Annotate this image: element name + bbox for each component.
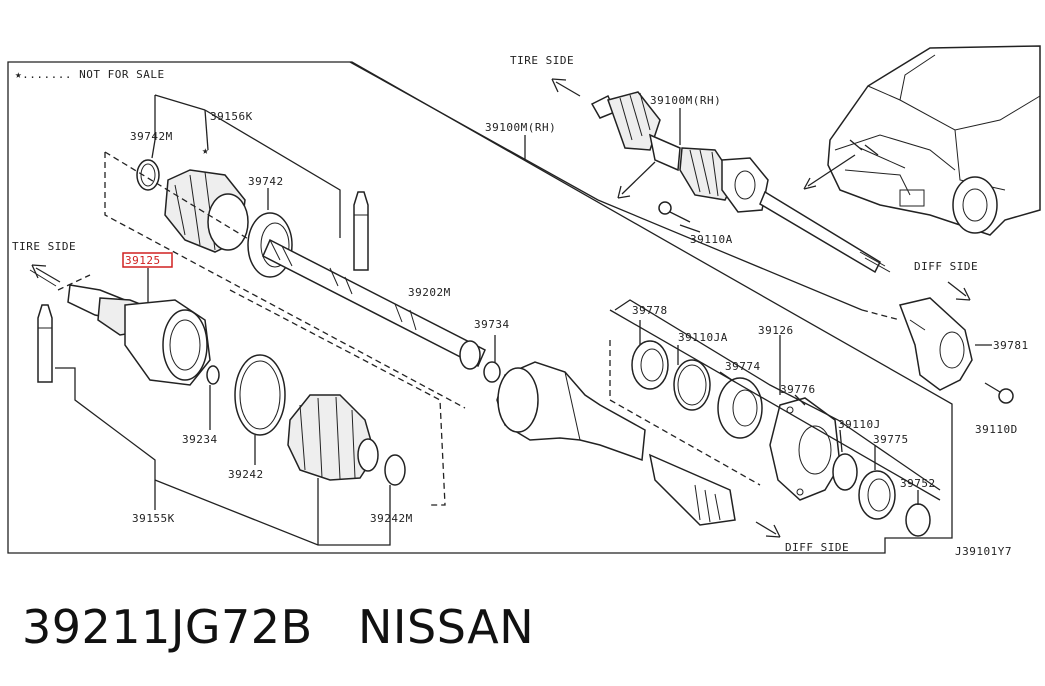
part-39110D bbox=[984, 382, 1014, 404]
label-39742M: 39742M bbox=[130, 130, 173, 143]
label-39752: 39752 bbox=[900, 477, 936, 490]
label-39202M: 39202M bbox=[408, 286, 451, 299]
part-39776-housing bbox=[769, 397, 841, 501]
arrow-tire-side-left-icon bbox=[29, 264, 61, 287]
center-stub-shaft bbox=[648, 453, 736, 526]
figure-code: J39101Y7 bbox=[955, 545, 1012, 558]
parts-diagram: ★....... NOT FOR SALE TIRE SIDE TIRE SID… bbox=[7, 45, 1041, 558]
star-not-for-sale-mark: ★ bbox=[202, 144, 209, 157]
arrow-diff-side-right-icon bbox=[947, 281, 971, 301]
part-39110A-bolt bbox=[658, 201, 691, 223]
diff-side-bottom-label: DIFF SIDE bbox=[785, 541, 849, 554]
label-39234: 39234 bbox=[182, 433, 218, 446]
part-39110J-ring bbox=[832, 453, 858, 491]
label-39126: 39126 bbox=[758, 324, 794, 337]
arrow-tire-side-top-icon bbox=[551, 78, 581, 97]
label-39734: 39734 bbox=[474, 318, 510, 331]
part-39752-seal bbox=[905, 503, 931, 537]
label-39742: 39742 bbox=[248, 175, 284, 188]
grease-tube-right bbox=[353, 191, 369, 271]
part-39781 bbox=[898, 297, 973, 391]
center-shaft-housing bbox=[496, 361, 646, 462]
part-39155K-boot bbox=[287, 394, 379, 481]
arrow-shaft-pointer-icon bbox=[617, 161, 656, 199]
part-39774-bearing bbox=[717, 377, 763, 439]
part-39242-band bbox=[234, 354, 286, 436]
part-39234-ring bbox=[206, 365, 220, 385]
label-39242M: 39242M bbox=[370, 512, 413, 525]
label-39774: 39774 bbox=[725, 360, 761, 373]
part-39775-seal bbox=[858, 470, 896, 520]
label-39155K: 39155K bbox=[132, 512, 175, 525]
label-39110A: 39110A bbox=[690, 233, 733, 246]
label-39110JA: 39110JA bbox=[678, 331, 728, 344]
label-39781: 39781 bbox=[993, 339, 1029, 352]
diff-side-right-label: DIFF SIDE bbox=[914, 260, 978, 273]
grease-tube-left bbox=[37, 304, 53, 383]
label-39100M-top: 39100M(RH) bbox=[650, 94, 721, 107]
label-39125[interactable]: 39125 bbox=[125, 254, 161, 267]
part-39202M-shaft bbox=[262, 238, 486, 370]
brand-name: NISSAN bbox=[358, 600, 535, 654]
group-line-top-right bbox=[349, 61, 863, 311]
drive-shaft-assembly-top bbox=[590, 91, 891, 274]
tire-side-left-label: TIRE SIDE bbox=[12, 240, 76, 253]
not-for-sale-note: ★....... NOT FOR SALE bbox=[15, 68, 165, 81]
part-39778-seal bbox=[631, 340, 669, 390]
label-39775: 39775 bbox=[873, 433, 909, 446]
arrow-vehicle-pointer-icon bbox=[803, 154, 856, 190]
part-39125-cv-joint bbox=[67, 284, 211, 386]
part-39156K-boot bbox=[164, 169, 249, 253]
tire-side-top-label: TIRE SIDE bbox=[510, 54, 574, 67]
dashed-grouping-lines bbox=[57, 151, 901, 506]
label-39110J: 39110J bbox=[838, 418, 881, 431]
vehicle-illustration bbox=[827, 45, 1041, 236]
part-39242M-band bbox=[384, 454, 406, 486]
leader-lines bbox=[55, 94, 992, 546]
label-39156K: 39156K bbox=[210, 110, 253, 123]
part-number-caption: 39211JG72B NISSAN bbox=[22, 600, 534, 654]
label-39776: 39776 bbox=[780, 383, 816, 396]
part-39742M bbox=[136, 159, 160, 191]
label-39110D: 39110D bbox=[975, 423, 1018, 436]
part-39734-clip bbox=[483, 361, 501, 383]
label-39100M-mid: 39100M(RH) bbox=[485, 121, 556, 134]
part-number: 39211JG72B bbox=[22, 600, 313, 654]
part-39110JA-ring bbox=[673, 359, 711, 411]
label-39778: 39778 bbox=[632, 304, 668, 317]
arrow-diff-side-bottom-icon bbox=[755, 521, 781, 538]
label-39242: 39242 bbox=[228, 468, 264, 481]
label-39125-highlight bbox=[122, 252, 173, 268]
